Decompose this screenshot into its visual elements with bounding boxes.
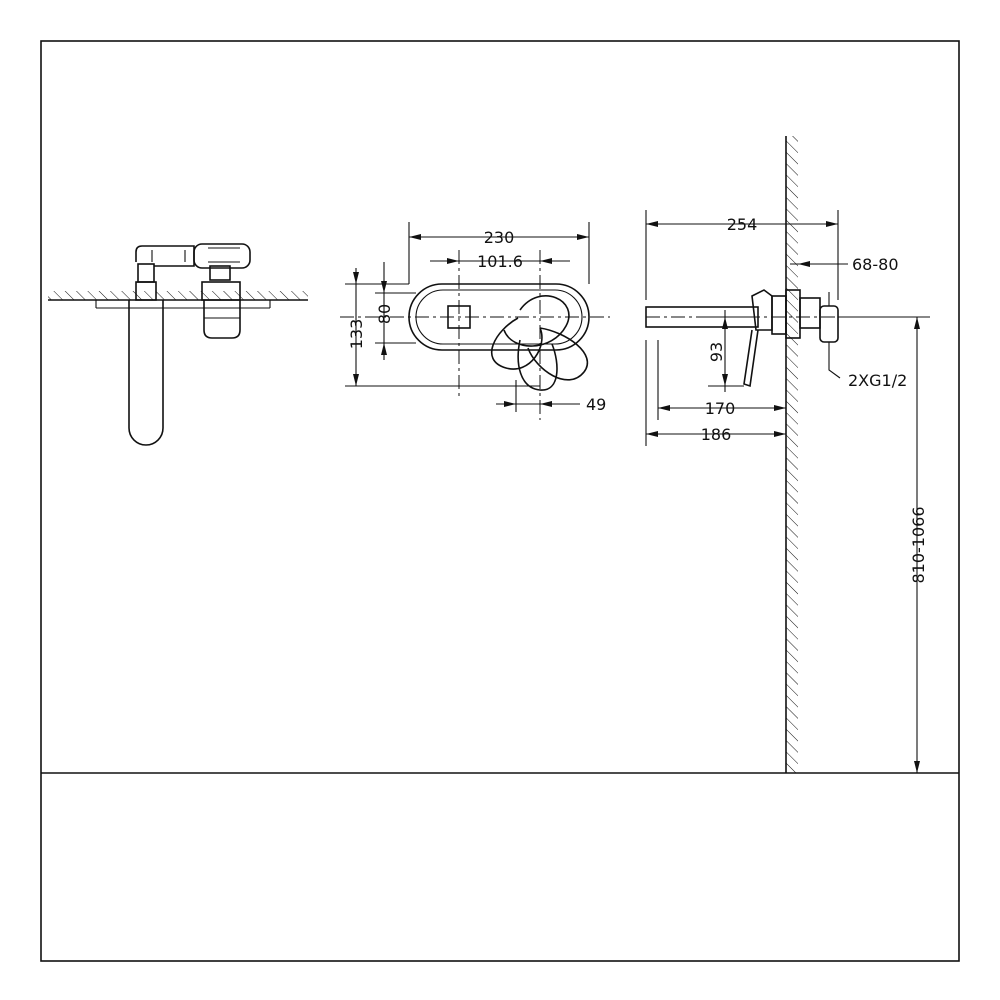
dim-133: 133 <box>347 319 366 350</box>
plan-view <box>48 243 308 446</box>
dim-230: 230 <box>484 228 515 247</box>
dim-254: 254 <box>727 215 758 234</box>
front-view <box>340 250 610 420</box>
dim-49: 49 <box>586 395 606 414</box>
side-view <box>645 136 930 773</box>
dim-93: 93 <box>707 342 726 362</box>
dim-170: 170 <box>705 399 736 418</box>
dim-186: 186 <box>701 425 732 444</box>
dim-68-80: 68-80 <box>852 255 899 274</box>
side-dimensions <box>645 210 930 774</box>
dim-810-1066: 810-1066 <box>909 506 928 583</box>
front-dimensions <box>345 222 590 412</box>
dim-101-6: 101.6 <box>477 252 523 271</box>
outer-frame <box>40 40 960 962</box>
connection-label: 2XG1/2 <box>848 371 907 390</box>
dim-80: 80 <box>375 304 394 324</box>
